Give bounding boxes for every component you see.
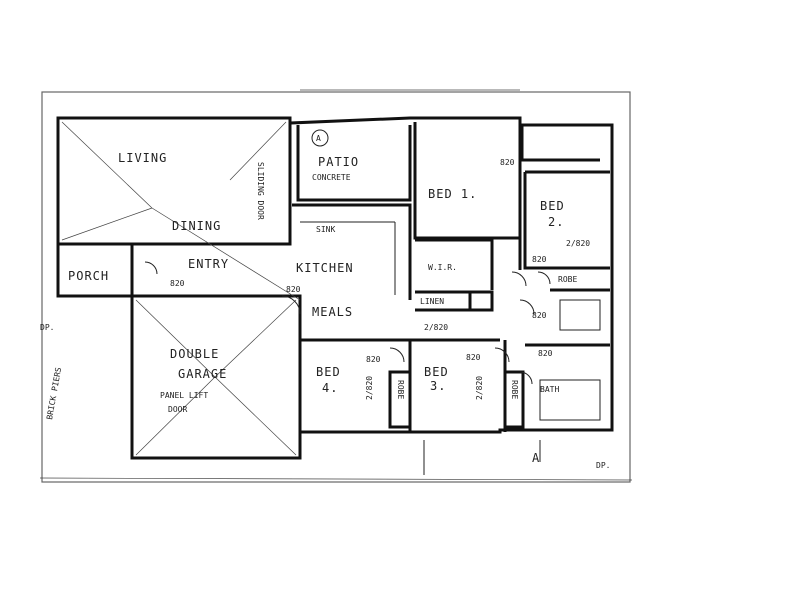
robe-bed4-label: ROBE	[396, 380, 405, 399]
room-garage-label: GARAGE	[178, 367, 227, 381]
interior-walls	[56, 122, 610, 432]
room-bed3-number: 3.	[430, 379, 446, 393]
room-bed3-label: BED	[424, 365, 449, 379]
sliding-door-label: SLIDING DOOR	[256, 162, 265, 220]
room-kitchen-label: KITCHEN	[296, 261, 354, 275]
robe-bed2-label: ROBE	[558, 275, 577, 284]
room-double-garage-label: DOUBLE	[170, 347, 219, 361]
panel-lift-label: PANEL LIFT	[160, 391, 208, 400]
room-patio-label: PATIO	[318, 155, 359, 169]
dim-bed3-robe: 2/820	[475, 376, 484, 400]
section-line	[311, 129, 541, 475]
room-dining-label: DINING	[172, 219, 221, 233]
dim-hall-linen: 2/820	[424, 323, 448, 332]
room-porch-label: PORCH	[68, 269, 109, 283]
dim-bed2-entry: 820	[532, 255, 547, 264]
garage-door-label: DOOR	[168, 405, 187, 414]
sink-label: SINK	[316, 225, 335, 234]
room-bed2-label: BED	[540, 199, 565, 213]
room-bed4-label: BED	[316, 365, 341, 379]
room-bath-label: BATH	[540, 385, 559, 394]
dim-bed3-door: 820	[466, 353, 481, 362]
room-wir-label: W.I.R.	[428, 263, 457, 272]
dim-entry-door: 820	[170, 279, 185, 288]
dim-bed4-door: 820	[366, 355, 381, 364]
dim-bed4-robe: 2/820	[365, 376, 374, 400]
room-bed1-label: BED 1.	[428, 187, 477, 201]
downpipe-label-left: DP.	[40, 323, 54, 332]
section-a-marker: A	[532, 451, 540, 465]
room-linen-label: LINEN	[420, 297, 444, 306]
brick-piers-label: BRICK PIERS	[45, 366, 63, 420]
roof-lines	[61, 121, 301, 456]
room-bed2-number: 2.	[548, 215, 564, 229]
room-meals-label: MEALS	[312, 305, 353, 319]
dim-bath-door: 820	[538, 349, 553, 358]
exterior-walls	[56, 116, 614, 460]
room-bed4-number: 4.	[322, 381, 338, 395]
patio-surface-label: CONCRETE	[312, 173, 351, 182]
dim-hall-door: 820	[532, 311, 547, 320]
dim-bed1-door: 820	[500, 158, 515, 167]
downpipe-label-right: DP.	[596, 461, 610, 470]
robe-bed3-label: ROBE	[510, 380, 519, 399]
room-entry-label: ENTRY	[188, 257, 229, 271]
dim-bed2-door: 2/820	[566, 239, 590, 248]
dim-meals-door: 820	[286, 285, 301, 294]
patio-section-tag: A	[316, 134, 321, 143]
plan-frame	[39, 89, 633, 483]
room-living-label: LIVING	[118, 151, 167, 165]
door-swings	[144, 261, 551, 385]
